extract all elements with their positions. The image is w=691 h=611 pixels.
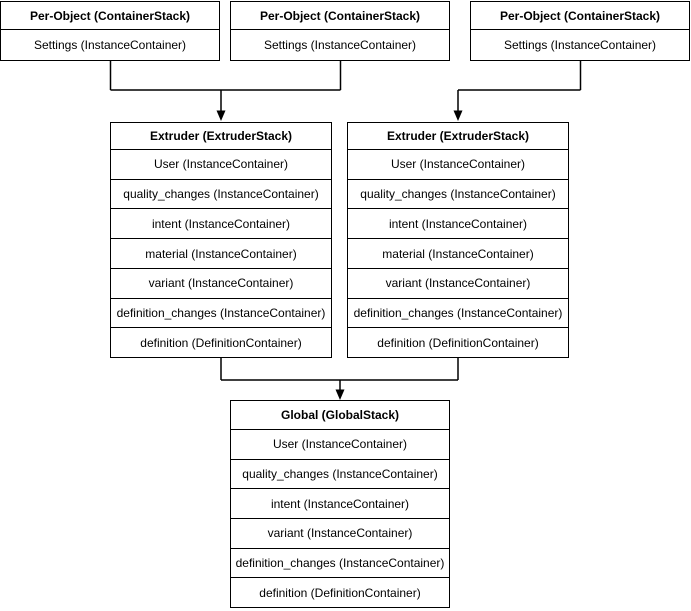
- connector-extruders-to-global: [220, 358, 459, 400]
- global-stack-row-definition-changes: definition_changes (InstanceContainer): [231, 547, 449, 578]
- global-stack-row-definition: definition (DefinitionContainer): [231, 577, 449, 607]
- per-object-stack-2-title: Per-Object (ContainerStack): [259, 8, 421, 23]
- extruder-stack-2: Extruder (ExtruderStack) User (InstanceC…: [347, 122, 569, 358]
- global-stack-row-intent: intent (InstanceContainer): [231, 488, 449, 518]
- global-stack-row-quality-changes: quality_changes (InstanceContainer): [231, 458, 449, 489]
- extruder-stack-1-row-material: material (InstanceContainer): [111, 238, 331, 268]
- arrowhead-global: [335, 389, 345, 400]
- extruder-stack-1-row-user: User (InstanceContainer): [111, 149, 331, 179]
- connector-per-object-to-extruder-1: [109, 61, 342, 121]
- per-object-stack-3-row-settings: Settings (InstanceContainer): [471, 29, 689, 60]
- extruder-stack-2-row-definition-changes: definition_changes (InstanceContainer): [348, 297, 568, 328]
- extruder-stack-1-row-definition-changes: definition_changes (InstanceContainer): [111, 297, 331, 328]
- extruder-stack-2-row-material: material (InstanceContainer): [348, 238, 568, 268]
- extruder-stack-1-row-variant: variant (InstanceContainer): [111, 267, 331, 298]
- arrowhead-extruder-2: [453, 110, 463, 121]
- per-object-stack-3: Per-Object (ContainerStack) Settings (In…: [470, 1, 690, 61]
- extruder-stack-2-row-variant: variant (InstanceContainer): [348, 267, 568, 298]
- extruder-stack-2-row-definition: definition (DefinitionContainer): [348, 327, 568, 357]
- extruder-stack-2-row-intent: intent (InstanceContainer): [348, 208, 568, 238]
- extruder-stack-1-title: Extruder (ExtruderStack): [149, 129, 293, 143]
- arrowhead-extruder-1: [216, 110, 226, 121]
- per-object-stack-2-row-settings: Settings (InstanceContainer): [231, 29, 449, 60]
- per-object-stack-2: Per-Object (ContainerStack) Settings (In…: [230, 1, 450, 61]
- extruder-stack-2-title: Extruder (ExtruderStack): [386, 129, 530, 143]
- per-object-stack-1-title: Per-Object (ContainerStack): [29, 8, 191, 23]
- extruder-stack-2-row-user: User (InstanceContainer): [348, 149, 568, 179]
- extruder-stack-2-row-quality-changes: quality_changes (InstanceContainer): [348, 178, 568, 209]
- connector-per-object-to-extruder-2: [453, 61, 582, 121]
- global-stack-row-variant: variant (InstanceContainer): [231, 518, 449, 548]
- per-object-stack-1: Per-Object (ContainerStack) Settings (In…: [0, 1, 220, 61]
- global-stack: Global (GlobalStack) User (InstanceConta…: [230, 400, 450, 608]
- per-object-stack-1-row-settings: Settings (InstanceContainer): [1, 29, 219, 60]
- extruder-stack-1-row-intent: intent (InstanceContainer): [111, 208, 331, 238]
- per-object-stack-3-title: Per-Object (ContainerStack): [499, 8, 661, 23]
- extruder-stack-1: Extruder (ExtruderStack) User (InstanceC…: [110, 122, 332, 358]
- extruder-stack-1-row-definition: definition (DefinitionContainer): [111, 327, 331, 357]
- global-stack-title: Global (GlobalStack): [280, 408, 400, 422]
- extruder-stack-1-row-quality-changes: quality_changes (InstanceContainer): [111, 178, 331, 209]
- global-stack-row-user: User (InstanceContainer): [231, 429, 449, 459]
